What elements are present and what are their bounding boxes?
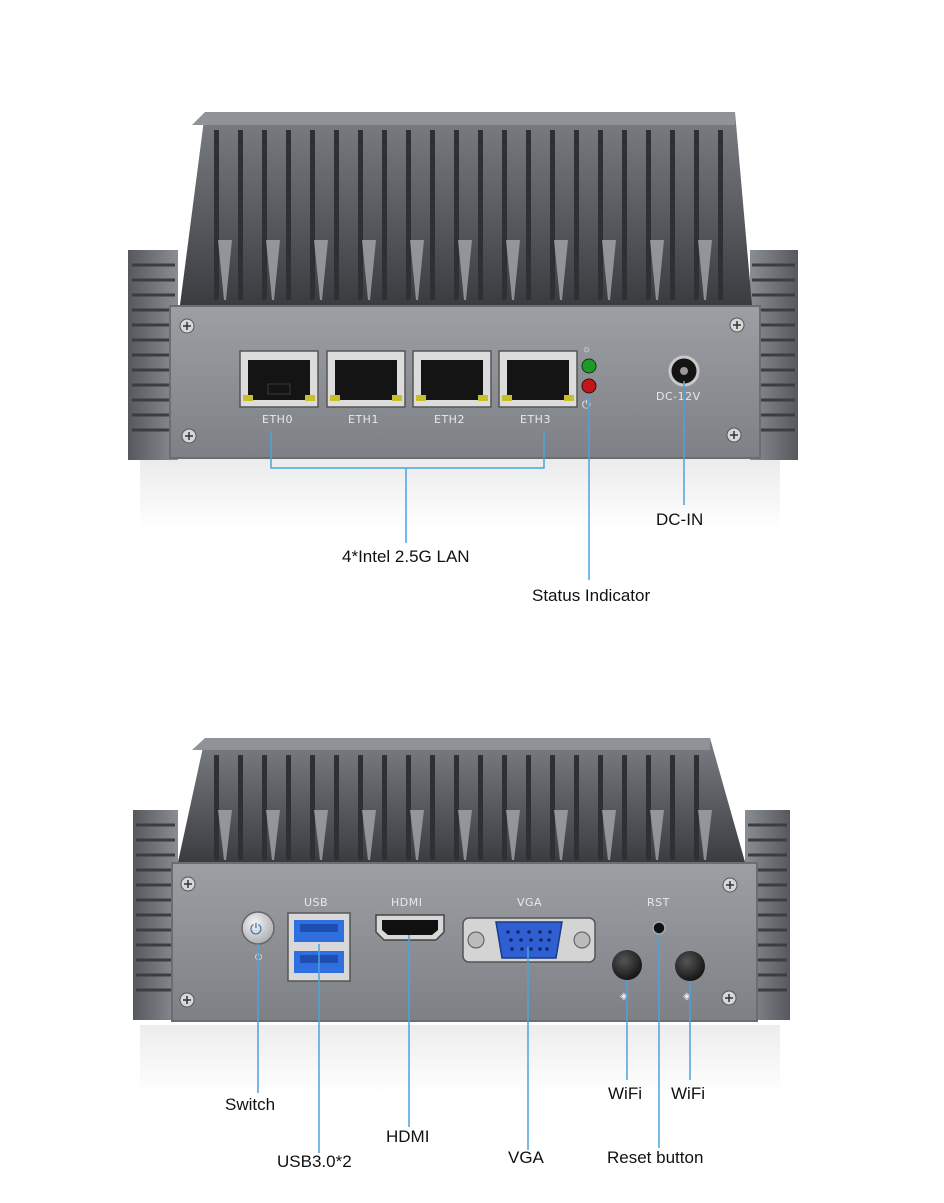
status-indicator-callout-label: Status Indicator bbox=[532, 586, 651, 605]
front-device: ETH0 ETH1 ETH2 ETH3 ☼ ⏻ DC-12V bbox=[128, 112, 798, 580]
usb-callout-label: USB3.0*2 bbox=[277, 1152, 352, 1171]
front-callout-lines bbox=[270, 381, 685, 580]
reset-button-callout-label: Reset button bbox=[607, 1148, 704, 1167]
wifi-small-icon: ◈ bbox=[683, 991, 691, 1002]
led-red bbox=[581, 378, 597, 394]
wifi-callout-label-2: WiFi bbox=[671, 1084, 705, 1103]
dc-12v-label: DC-12V bbox=[656, 390, 701, 403]
hdmi-label: HDMI bbox=[391, 896, 422, 909]
eth2-label: ETH2 bbox=[434, 413, 465, 426]
reset-hole bbox=[652, 921, 666, 935]
vga-label: VGA bbox=[517, 896, 542, 909]
wifi-antenna-port-1: ◈ bbox=[612, 950, 642, 1002]
led-green bbox=[581, 358, 597, 374]
hdmi-port bbox=[375, 914, 445, 941]
lan-callout-label: 4*Intel 2.5G LAN bbox=[342, 547, 470, 566]
eth1-label: ETH1 bbox=[348, 413, 379, 426]
rear-device: ⏻ ⏻ USB HDMI VGA bbox=[133, 738, 790, 1153]
rear-fin-highlights bbox=[218, 810, 712, 860]
status-indicator-leds: ☼ ⏻ bbox=[581, 344, 597, 411]
rst-label: RST bbox=[647, 896, 670, 909]
switch-callout-label: Switch bbox=[225, 1095, 276, 1114]
rear-callout-lines bbox=[257, 934, 691, 1153]
rear-side-fins-left bbox=[133, 810, 178, 1020]
wifi-small-icon: ◈ bbox=[620, 991, 628, 1002]
eth-port-3 bbox=[498, 350, 578, 408]
vga-port bbox=[462, 917, 596, 963]
power-icon: ⏻ bbox=[250, 921, 262, 938]
eth-port-1 bbox=[326, 350, 406, 408]
vga-callout-label: VGA bbox=[508, 1148, 544, 1167]
eth-port-0 bbox=[239, 350, 319, 408]
dc-in-jack bbox=[668, 355, 700, 387]
eth3-label: ETH3 bbox=[520, 413, 551, 426]
wifi-antenna-port-2: ◈ bbox=[675, 951, 705, 1002]
rear-heatsink-fins bbox=[214, 755, 699, 860]
front-heatsink-fins bbox=[214, 130, 723, 300]
eth0-label: ETH0 bbox=[262, 413, 293, 426]
front-fin-highlights bbox=[218, 240, 712, 300]
usb-label: USB bbox=[304, 896, 328, 909]
wifi-callout-label-1: WiFi bbox=[608, 1084, 642, 1103]
power-symbol-icon: ⏻ bbox=[582, 399, 591, 411]
eth-port-2 bbox=[412, 350, 492, 408]
sun-icon: ☼ bbox=[582, 344, 591, 355]
dc-in-callout-label: DC-IN bbox=[656, 510, 704, 529]
hdmi-callout-label: HDMI bbox=[386, 1127, 430, 1146]
